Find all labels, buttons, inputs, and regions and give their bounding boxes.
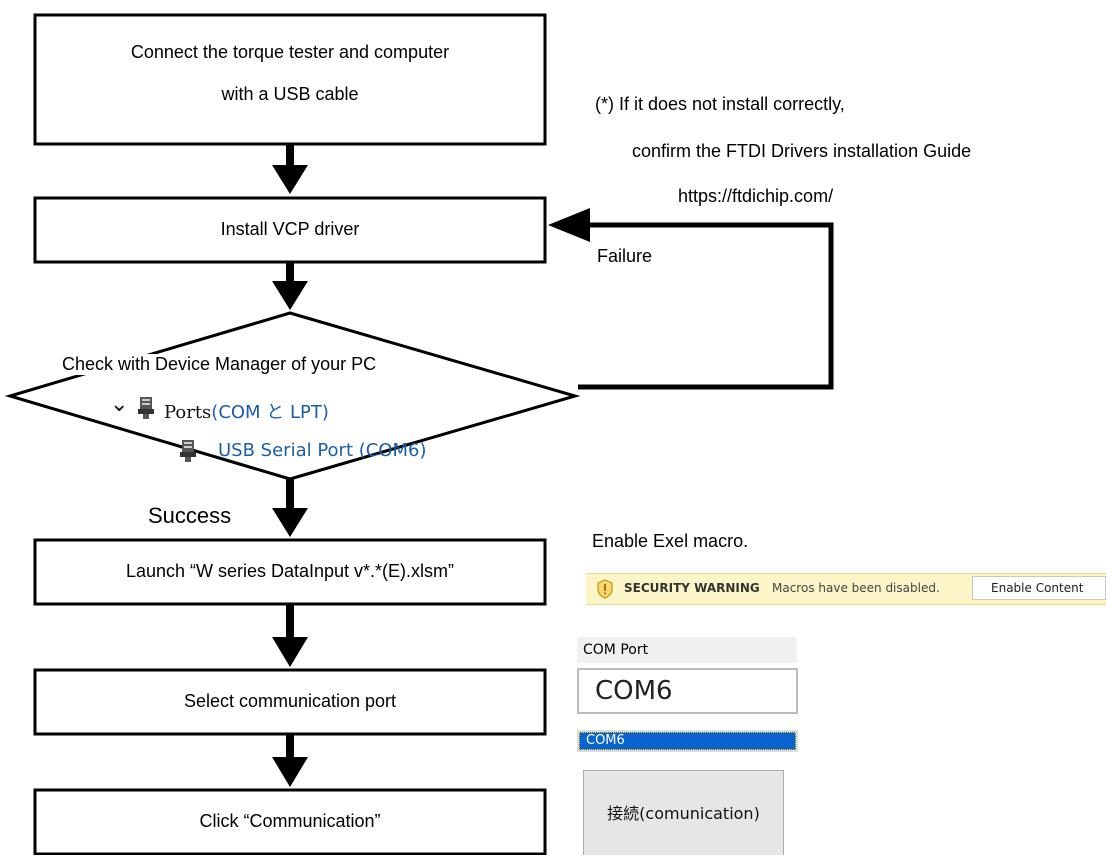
- click-communication-step: Click “Communication”: [199, 811, 381, 831]
- shield-warning-icon: [597, 579, 613, 599]
- launch-box: [33, 538, 547, 606]
- enable-content-button[interactable]: Enable Content: [972, 576, 1106, 600]
- arrow-install-to-check: [272, 262, 308, 310]
- arrow-connect-to-install: [272, 144, 308, 194]
- failure-arrowhead: [548, 208, 590, 242]
- failure-loop-line: [578, 222, 834, 390]
- install-note-url: https://ftdichip.com/: [678, 186, 834, 206]
- install-step: Install VCP driver: [220, 219, 360, 239]
- arrow-select-to-click: [272, 734, 308, 787]
- macros-disabled-message: Macros have been disabled.: [772, 581, 940, 595]
- launch-step: Launch “W series DataInput v*.*(E).xlsm”: [125, 561, 455, 581]
- security-warning-bar: SECURITY WARNING Macros have been disabl…: [586, 573, 1106, 605]
- success-label: Success: [148, 503, 232, 528]
- install-box: [33, 196, 547, 264]
- click-box: [33, 788, 547, 855]
- usb-serial-port-label: USB Serial Port (COM6): [218, 440, 427, 461]
- check-device-manager-text: Check with Device Manager of your PC: [62, 354, 377, 375]
- ports-suffix: (COM と LPT): [211, 402, 329, 423]
- connect-box: [33, 13, 547, 146]
- install-note-line1: (*) If it does not install correctly,: [595, 94, 845, 114]
- communication-button[interactable]: 接続(comunication): [583, 770, 784, 855]
- ports-label: Ports: [164, 402, 212, 423]
- com-port-label: COM Port: [577, 637, 797, 663]
- com-port-option-selected[interactable]: COM6: [579, 732, 796, 750]
- install-note-line2: confirm the FTDI Drivers installation Gu…: [632, 141, 972, 161]
- arrow-launch-to-select: [272, 604, 308, 667]
- chevron-down-icon: ⌄: [110, 392, 129, 417]
- com-port-list[interactable]: COM6: [577, 730, 798, 752]
- connect-step-line1: Connect the torque tester and computer: [130, 42, 450, 62]
- connect-step-line2: with a USB cable: [221, 84, 359, 104]
- com-port-field[interactable]: COM6: [577, 668, 798, 714]
- select-port-step: Select communication port: [183, 691, 397, 711]
- port-connector-icon: [138, 397, 154, 419]
- enable-macro-note: Enable Exel macro.: [592, 531, 749, 551]
- arrow-check-to-launch: [272, 479, 308, 537]
- security-warning-title: SECURITY WARNING: [624, 581, 760, 595]
- port-connector-icon: [180, 440, 196, 462]
- failure-label: Failure: [597, 246, 653, 266]
